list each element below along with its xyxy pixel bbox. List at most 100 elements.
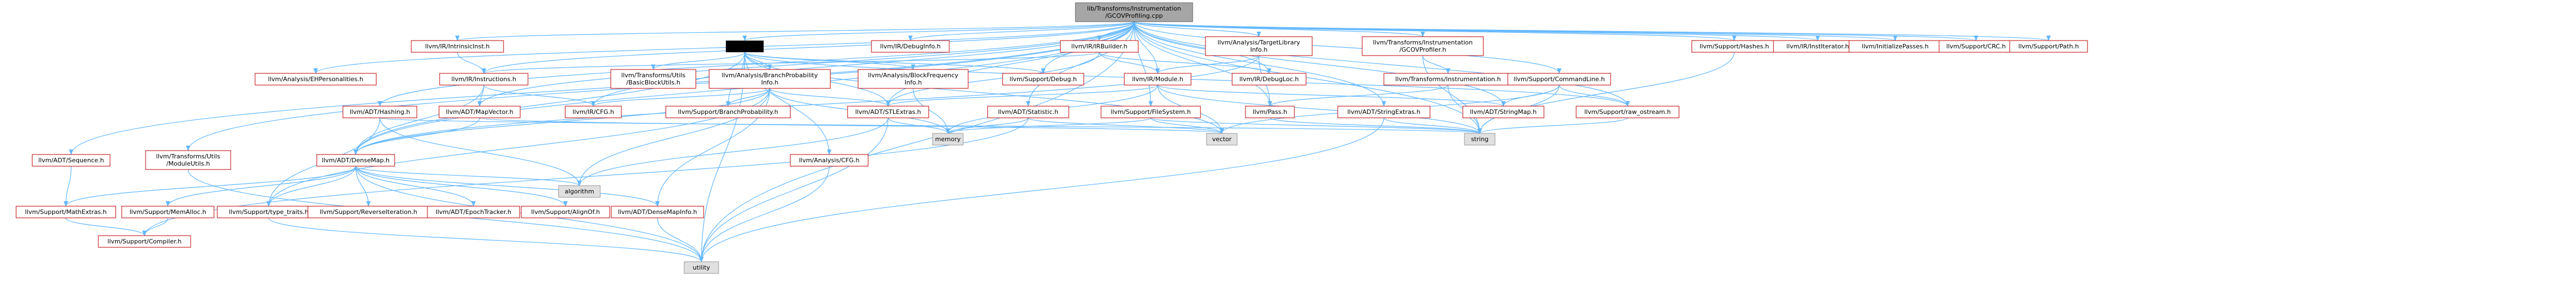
node-label: llvm/Support/CRC.h — [1946, 43, 2006, 50]
node-debug[interactable]: llvm/Support/Debug.h — [1002, 73, 1084, 86]
node-box — [987, 106, 1069, 118]
node-reverseiter[interactable]: llvm/Support/ReverseIteration.h — [307, 206, 430, 218]
edge-stlextras-to-algorithm — [577, 117, 889, 186]
node-box — [871, 40, 950, 53]
node-label: llvm/Analysis/TargetLibrary — [1218, 39, 1301, 46]
node-analysiscfg[interactable]: llvm/Analysis/CFG.h — [790, 154, 869, 167]
node-instructions[interactable]: llvm/IR/Instructions.h — [439, 73, 529, 86]
node-alignof[interactable]: llvm/Support/AlignOf.h — [521, 206, 610, 218]
node-path[interactable]: llvm/Support/Path.h — [2009, 40, 2088, 53]
node-label: memory — [935, 136, 961, 143]
node-densemap[interactable]: llvm/ADT/DenseMap.h — [316, 154, 395, 167]
node-compiler[interactable]: llvm/Support/Compiler.h — [98, 235, 191, 248]
edge-root-to-utility — [699, 21, 1135, 262]
node-box — [2009, 40, 2088, 53]
edge-targetlib-to-module — [1155, 55, 1259, 74]
edge-densemap-to-typetraits — [266, 166, 356, 207]
node-label: algorithm — [565, 188, 594, 195]
edge-cfgmst-to-densemap — [353, 52, 745, 155]
node-box — [1060, 40, 1139, 53]
node-gcovprof[interactable]: llvm/Transforms/Instrumentation/GCOVProf… — [1362, 36, 1484, 56]
node-statistic[interactable]: llvm/ADT/Statistic.h — [987, 106, 1069, 118]
node-sequence[interactable]: llvm/ADT/Sequence.h — [32, 154, 111, 167]
node-stringextras[interactable]: llvm/ADT/StringExtras.h — [1337, 106, 1431, 118]
edge-root-to-gcovprof — [1133, 21, 1425, 37]
node-label: llvm/IR/CFG.h — [572, 108, 614, 116]
node-label: llvm/Support/Debug.h — [1010, 76, 1077, 83]
node-ircfg[interactable]: llvm/IR/CFG.h — [565, 106, 622, 118]
node-label: Info.h — [1250, 46, 1267, 53]
node-debuginfo[interactable]: llvm/IR/DebugInfo.h — [871, 40, 950, 53]
node-stlextras[interactable]: llvm/ADT/STLExtras.h — [847, 106, 929, 118]
node-box — [98, 235, 191, 248]
edge-root-to-stringmap — [1133, 21, 1506, 107]
edge-mathextras-to-compiler — [65, 217, 147, 236]
node-label: llvm/Support/type_traits.h — [229, 208, 308, 216]
node-box — [611, 206, 704, 218]
node-memalloc[interactable]: llvm/Support/MemAlloc.h — [121, 206, 215, 218]
node-cfgmst[interactable]: CFGMST.h — [726, 41, 764, 52]
node-label: llvm/Analysis/BranchProbability — [721, 72, 818, 79]
node-mapvector[interactable]: llvm/ADT/MapVector.h — [439, 106, 521, 118]
node-module[interactable]: llvm/IR/Module.h — [1124, 73, 1192, 86]
node-intrinsicinst[interactable]: llvm/IR/IntrinsicInst.h — [411, 40, 504, 53]
edge-pass-to-string — [1269, 117, 1482, 134]
node-label: llvm/ADT/Sequence.h — [38, 157, 104, 164]
node-label: CFGMST.h — [730, 43, 760, 50]
edge-irbuilder-to-debugloc — [1099, 52, 1272, 74]
node-initpasses[interactable]: llvm/InitializePasses.h — [1848, 40, 1942, 53]
edge-root-to-ehpers — [313, 21, 1135, 74]
edge-root-to-debuginfo — [908, 21, 1135, 41]
edge-cfgmst-to-debug — [744, 52, 1045, 74]
node-box — [684, 261, 719, 274]
edge-instructions-to-ircfg — [483, 84, 596, 107]
node-stringmap[interactable]: llvm/ADT/StringMap.h — [1462, 106, 1544, 118]
node-label: llvm/Support/BranchProbability.h — [678, 108, 778, 116]
edge-branchprobinfo-to-densemap — [353, 88, 770, 155]
node-basicblockutils[interactable]: llvm/Transforms/Utils/BasicBlockUtils.h — [610, 69, 696, 89]
node-box — [439, 106, 521, 118]
node-label: llvm/Support/MemAlloc.h — [129, 208, 206, 216]
node-hashing[interactable]: llvm/ADT/Hashing.h — [342, 106, 417, 118]
node-label: llvm/ADT/MapVector.h — [446, 108, 513, 116]
edge-root-to-ircfg — [591, 21, 1135, 107]
node-supbranchprob[interactable]: llvm/Support/BranchProbability.h — [665, 106, 791, 118]
node-box — [1337, 106, 1431, 118]
node-label: llvm/ADT/STLExtras.h — [855, 108, 921, 116]
node-institerator[interactable]: llvm/IR/InstIterator.h — [1773, 40, 1862, 53]
node-pass[interactable]: llvm/Pass.h — [1245, 106, 1295, 118]
node-typetraits[interactable]: llvm/Support/type_traits.h — [217, 206, 321, 218]
node-box — [1002, 73, 1084, 86]
node-irbuilder[interactable]: llvm/IR/IRBuilder.h — [1060, 40, 1139, 53]
node-hashes[interactable]: llvm/Support/Hashes.h — [1691, 40, 1777, 53]
node-rawostream[interactable]: llvm/Support/raw_ostream.h — [1576, 106, 1680, 118]
edge-root-to-sequence — [69, 21, 1135, 155]
node-moduleutils[interactable]: llvm/Transforms/Utils/ModuleUtils.h — [145, 150, 231, 170]
edge-filesystem-to-string — [1150, 117, 1482, 134]
edge-branchprobinfo-to-ircfg — [591, 88, 770, 107]
node-debugloc[interactable]: llvm/IR/DebugLoc.h — [1232, 73, 1307, 86]
node-ehpers[interactable]: llvm/Analysis/EHPersonalities.h — [255, 73, 377, 86]
edge-gcovprof-to-instrumentation — [1422, 55, 1451, 74]
node-crc[interactable]: llvm/Support/CRC.h — [1939, 40, 2014, 53]
node-commandline[interactable]: llvm/Support/CommandLine.h — [1507, 73, 1611, 86]
node-box — [32, 154, 111, 167]
node-string: string — [1464, 133, 1496, 146]
node-label: llvm/Support/MathExtras.h — [25, 208, 107, 216]
node-box — [1205, 36, 1313, 56]
edge-densemap-to-algorithm — [355, 166, 582, 186]
edge-module-to-stlextras — [886, 84, 1158, 107]
node-densemapinfo[interactable]: llvm/ADT/DenseMapInfo.h — [611, 206, 704, 218]
edge-hashing-to-string — [379, 117, 1482, 134]
node-epochtracker[interactable]: llvm/ADT/EpochTracker.h — [427, 206, 520, 218]
node-mathextras[interactable]: llvm/Support/MathExtras.h — [16, 206, 116, 218]
node-box — [1245, 106, 1295, 118]
node-filesystem[interactable]: llvm/Support/FileSystem.h — [1100, 106, 1201, 118]
node-instrumentation[interactable]: llvm/Transforms/Instrumentation.h — [1383, 73, 1513, 86]
node-label: llvm/IR/Instructions.h — [451, 76, 516, 83]
node-box — [1100, 106, 1201, 118]
edge-root-to-rawostream — [1133, 21, 1630, 107]
